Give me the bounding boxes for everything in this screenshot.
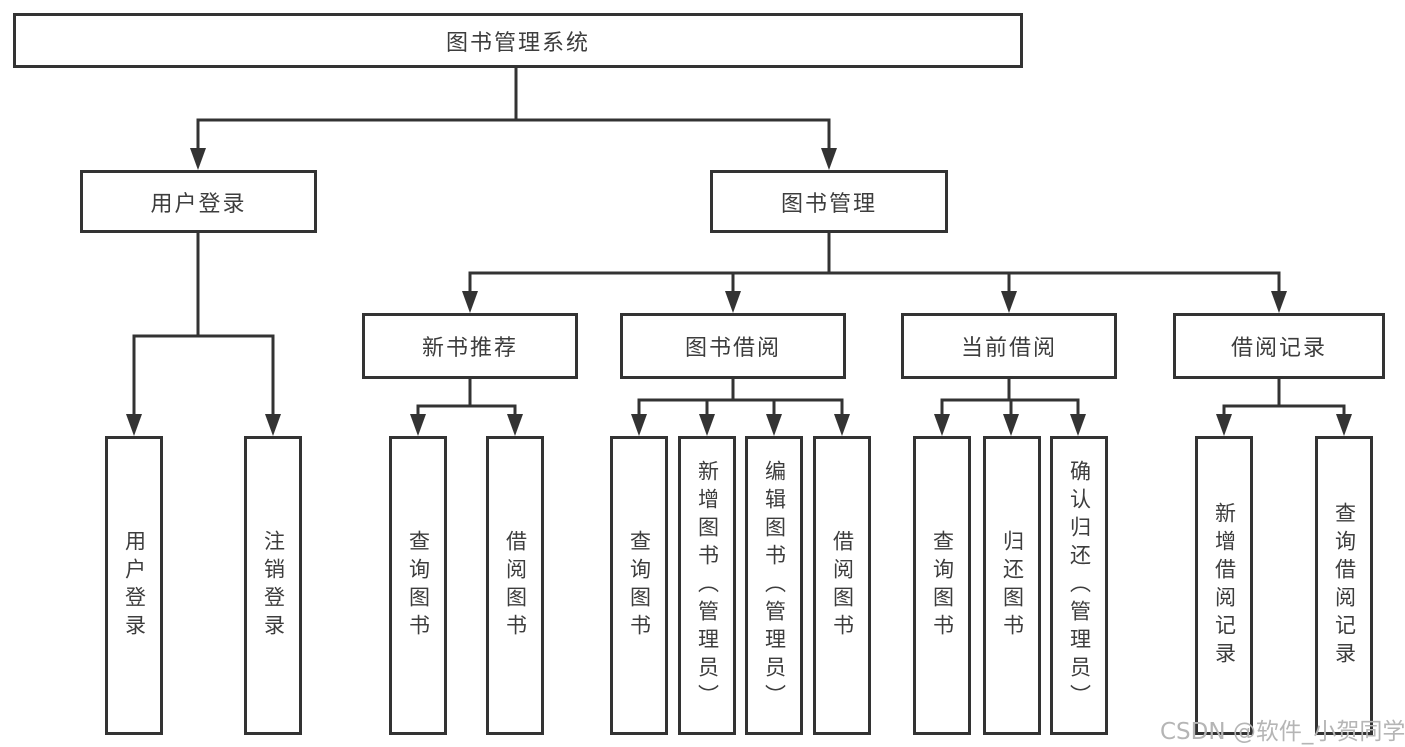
node-leaf-query-books-1: 查询图书 xyxy=(389,436,447,735)
node-book-management-label: 图书管理 xyxy=(780,191,877,217)
node-leaf-add-borrow-record: 新增借阅记录 xyxy=(1195,436,1253,735)
node-leaf-add-borrow-record-label: 新增借阅记录 xyxy=(1212,501,1237,670)
arrowhead xyxy=(766,414,782,436)
node-current-borrow: 当前借阅 xyxy=(901,313,1117,379)
node-leaf-add-books-admin-label: 新增图书（管理员） xyxy=(695,459,720,712)
arrowhead xyxy=(410,414,426,436)
node-leaf-logout: 注销登录 xyxy=(244,436,302,735)
arrowhead xyxy=(1001,291,1017,313)
arrowhead xyxy=(507,414,523,436)
arrowhead xyxy=(190,148,206,170)
node-leaf-query-books-3: 查询图书 xyxy=(913,436,971,735)
node-leaf-query-books-3-label: 查询图书 xyxy=(930,529,955,642)
node-leaf-return-books: 归还图书 xyxy=(983,436,1041,735)
arrowhead xyxy=(1336,414,1352,436)
arrowhead xyxy=(699,414,715,436)
node-leaf-query-borrow-record: 查询借阅记录 xyxy=(1315,436,1373,735)
node-leaf-borrow-books-1-label: 借阅图书 xyxy=(503,529,528,642)
node-leaf-user-login-label: 用户登录 xyxy=(122,529,147,642)
node-borrow-records: 借阅记录 xyxy=(1173,313,1385,379)
node-leaf-return-books-label: 归还图书 xyxy=(1000,529,1025,642)
node-leaf-logout-label: 注销登录 xyxy=(261,529,286,642)
arrowhead xyxy=(1003,414,1019,436)
node-book-management: 图书管理 xyxy=(710,170,948,233)
arrowhead xyxy=(1070,414,1086,436)
arrowhead xyxy=(265,414,281,436)
node-leaf-query-books-2: 查询图书 xyxy=(610,436,668,735)
arrowhead xyxy=(126,414,142,436)
node-borrow-records-label: 借阅记录 xyxy=(1230,336,1327,361)
csdn-watermark: CSDN @软件_小贺同学 xyxy=(1160,719,1405,745)
node-leaf-user-login: 用户登录 xyxy=(105,436,163,735)
node-new-book-recommend: 新书推荐 xyxy=(362,313,578,379)
node-leaf-confirm-return-admin-label: 确认归还（管理员） xyxy=(1067,459,1092,712)
node-user-login: 用户登录 xyxy=(80,170,317,233)
node-leaf-add-books-admin: 新增图书（管理员） xyxy=(678,436,736,735)
node-leaf-query-books-2-label: 查询图书 xyxy=(627,529,652,642)
node-root: 图书管理系统 xyxy=(13,13,1023,68)
arrowhead xyxy=(934,414,950,436)
node-leaf-borrow-books-1: 借阅图书 xyxy=(486,436,544,735)
arrowhead xyxy=(631,414,647,436)
node-leaf-query-borrow-record-label: 查询借阅记录 xyxy=(1332,501,1357,670)
node-leaf-edit-books-admin-label: 编辑图书（管理员） xyxy=(762,459,787,712)
node-leaf-confirm-return-admin: 确认归还（管理员） xyxy=(1050,436,1108,735)
arrowhead xyxy=(1216,414,1232,436)
arrowhead xyxy=(725,291,741,313)
node-current-borrow-label: 当前借阅 xyxy=(960,336,1057,361)
node-leaf-query-books-1-label: 查询图书 xyxy=(406,529,431,642)
arrowhead xyxy=(1271,291,1287,313)
arrowhead xyxy=(462,291,478,313)
node-book-borrow-label: 图书借阅 xyxy=(684,336,781,361)
arrowhead xyxy=(834,414,850,436)
node-leaf-borrow-books-2: 借阅图书 xyxy=(813,436,871,735)
arrowhead xyxy=(821,148,837,170)
node-leaf-edit-books-admin: 编辑图书（管理员） xyxy=(745,436,803,735)
node-new-book-recommend-label: 新书推荐 xyxy=(421,336,518,361)
node-leaf-borrow-books-2-label: 借阅图书 xyxy=(830,529,855,642)
node-book-borrow: 图书借阅 xyxy=(620,313,846,379)
node-user-login-label: 用户登录 xyxy=(150,191,247,217)
node-root-label: 图书管理系统 xyxy=(445,30,590,56)
